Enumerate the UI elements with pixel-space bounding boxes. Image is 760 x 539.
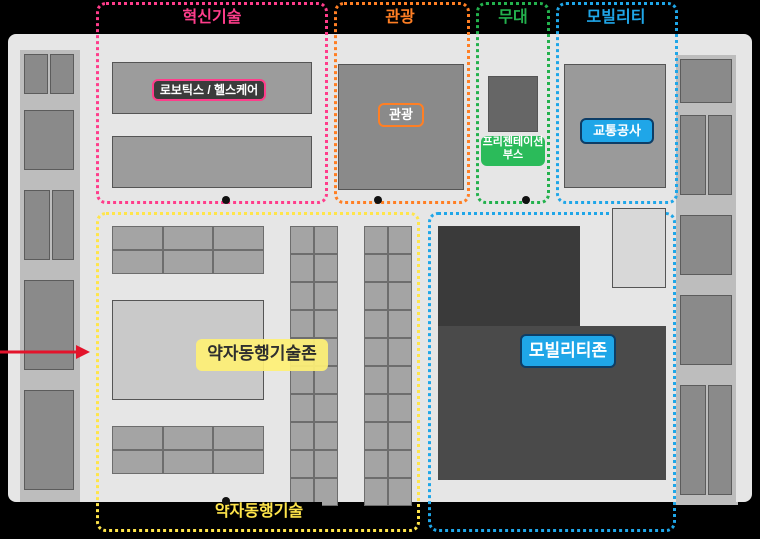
weak-tech-zone-title: 약자동행기술 bbox=[196, 502, 322, 522]
mobility-zone-label: 모빌리티존 bbox=[520, 334, 616, 368]
column-dot bbox=[222, 497, 230, 505]
entrance-arrow-icon bbox=[0, 345, 90, 359]
weak-tech-booths-top bbox=[112, 226, 264, 274]
column-dot bbox=[222, 196, 230, 204]
column-dot bbox=[522, 196, 530, 204]
robotics-label: 로보틱스 / 헬스케어 bbox=[152, 79, 266, 101]
stage-zone-title: 무대 bbox=[486, 8, 540, 28]
weak-tech-zone-border bbox=[96, 212, 420, 532]
weak-tech-booths-bottom bbox=[112, 426, 264, 474]
transport-label: 교통공사 bbox=[580, 118, 654, 144]
tourism-label: 관광 bbox=[378, 103, 424, 127]
mobility-building bbox=[612, 208, 666, 288]
column-dot bbox=[374, 196, 382, 204]
mobility-zone-border bbox=[556, 2, 678, 204]
innovation-booths-bottom bbox=[112, 136, 312, 188]
tourism-zone-title: 관광 bbox=[370, 8, 430, 28]
mobility-zone-lower-border bbox=[428, 212, 676, 532]
innovation-zone-border bbox=[96, 2, 328, 204]
mobility-zone-title: 모빌리티 bbox=[574, 8, 658, 28]
left-building-inner bbox=[20, 50, 80, 502]
tourism-zone-border bbox=[334, 2, 470, 204]
weak-tech-columns-right bbox=[364, 226, 412, 506]
right-building-inner bbox=[676, 55, 736, 505]
presentation-booth-label: 프리젠테이션 부스 bbox=[481, 136, 545, 166]
mobility-road-area bbox=[438, 226, 580, 326]
weak-tech-zone-label: 약자동행기술존 bbox=[196, 339, 328, 371]
stage-zone-border bbox=[476, 2, 550, 204]
innovation-zone-title: 혁신기술 bbox=[160, 8, 264, 28]
tourism-booth bbox=[338, 64, 464, 190]
stage-structure bbox=[488, 76, 538, 132]
